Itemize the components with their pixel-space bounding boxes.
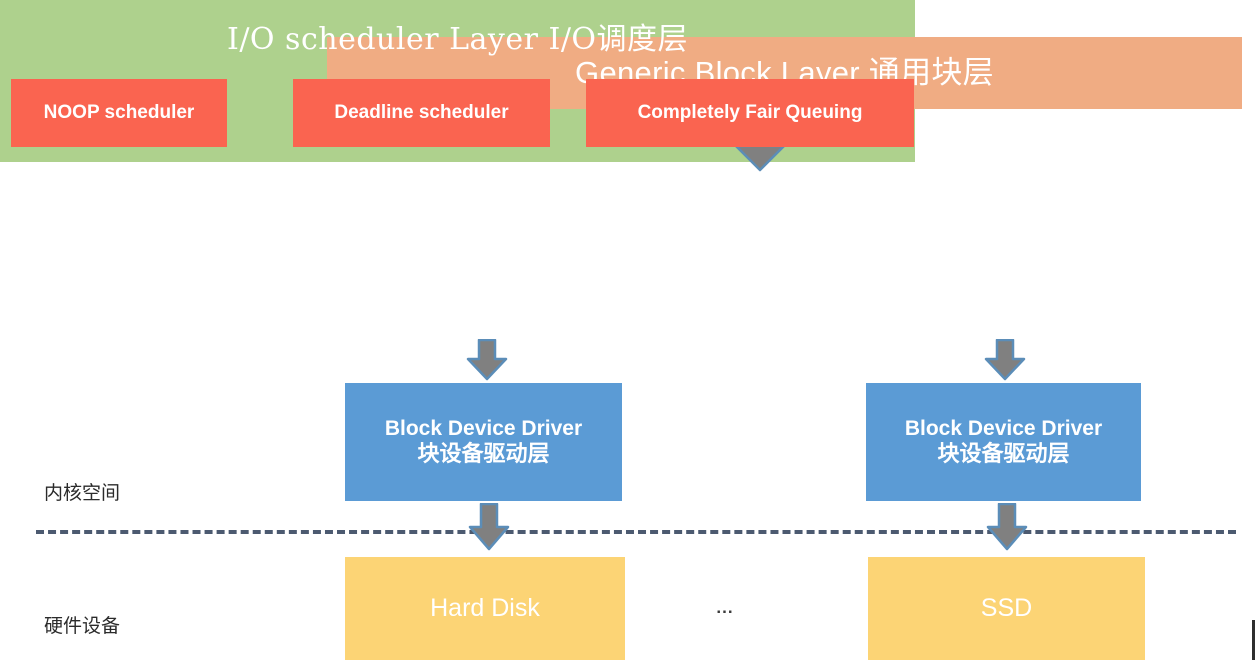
io-scheduler-layer-label: I/O scheduler Layer I/O调度层	[226, 22, 689, 57]
arrow-down-driver-to-ssd	[986, 503, 1028, 551]
io-scheduler-layer-box: I/O scheduler Layer I/O调度层 NOOP schedule…	[0, 0, 915, 162]
hardware-box-ssd: SSD	[868, 557, 1145, 660]
arrow-down-driver-to-hard-disk	[468, 503, 510, 551]
hardware-ellipsis: ...	[716, 598, 734, 617]
block-device-driver-right: Block Device Driver 块设备驱动层	[866, 383, 1141, 501]
scheduler-box-deadline[interactable]: Deadline scheduler	[293, 79, 550, 147]
page-edge-marker	[1252, 620, 1255, 660]
kernel-hardware-divider	[36, 530, 1236, 534]
label-kernel-space: 内核空间	[44, 482, 121, 504]
scheduler-box-noop[interactable]: NOOP scheduler	[11, 79, 227, 147]
scheduler-label-noop: NOOP scheduler	[43, 102, 195, 123]
arrow-down-scheduler-to-driver-right	[984, 339, 1026, 381]
driver-left-line1: Block Device Driver	[384, 416, 583, 440]
driver-right-line1: Block Device Driver	[904, 416, 1103, 440]
label-hardware-devices: 硬件设备	[44, 615, 121, 637]
scheduler-box-cfq[interactable]: Completely Fair Queuing	[586, 79, 914, 147]
driver-right-line2: 块设备驱动层	[937, 441, 1070, 467]
driver-left-line2: 块设备驱动层	[417, 441, 550, 467]
hardware-box-hard-disk: Hard Disk	[345, 557, 625, 660]
scheduler-label-cfq: Completely Fair Queuing	[637, 102, 863, 123]
hardware-label-hard-disk: Hard Disk	[430, 593, 540, 622]
block-device-driver-left: Block Device Driver 块设备驱动层	[345, 383, 622, 501]
scheduler-label-deadline: Deadline scheduler	[334, 102, 509, 123]
arrow-down-scheduler-to-driver-left	[466, 339, 508, 381]
hardware-label-ssd: SSD	[980, 593, 1033, 622]
